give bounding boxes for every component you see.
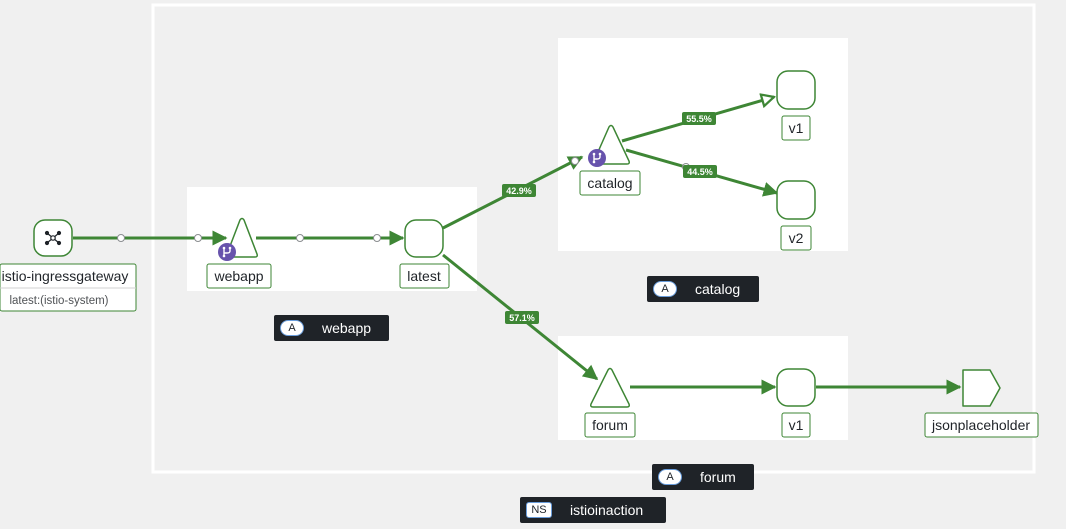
edge-dot — [194, 234, 202, 242]
forum-service-node[interactable] — [590, 367, 630, 408]
node-label-box — [206, 263, 272, 289]
node-label-box — [399, 263, 450, 289]
edge-dot — [373, 234, 381, 242]
virtual-service-icon — [218, 243, 236, 261]
catalog-v2-workload-node[interactable] — [776, 180, 816, 220]
latest-workload-node[interactable] — [404, 219, 444, 258]
webapp-app-label[interactable]: A webapp — [274, 315, 389, 341]
forum-label: forum — [592, 417, 628, 433]
catalog-app-label[interactable]: A catalog — [647, 276, 759, 302]
namespace-label[interactable]: NS istioinaction — [520, 497, 666, 523]
catalog-v2-label: v2 — [789, 230, 804, 246]
forum-app-name: forum — [700, 469, 736, 485]
edge-label-bg — [683, 165, 717, 178]
edge-label-to-catalog: 42.9% — [506, 186, 532, 196]
app-badge: A — [658, 469, 682, 485]
edge-label-bg — [505, 311, 539, 324]
forum-app-label[interactable]: A forum — [652, 464, 754, 490]
jsonplaceholder-label: jsonplaceholder — [931, 417, 1030, 433]
ingress-label: istio-ingressgateway — [2, 268, 129, 284]
virtual-service-icon — [588, 149, 606, 167]
app-badge: A — [653, 281, 677, 297]
webapp-app-name: webapp — [322, 320, 372, 336]
node-label-box — [780, 225, 812, 251]
edge-label-catalog-v2: 44.5% — [687, 167, 713, 177]
namespace-badge: NS — [526, 502, 552, 518]
node-label-box — [924, 412, 1039, 438]
edge-dot — [117, 234, 125, 242]
node-label-box — [781, 115, 811, 141]
forum-v1-label: v1 — [789, 417, 804, 433]
edge-label-catalog-v1: 55.5% — [686, 114, 712, 124]
edge-label-bg — [502, 184, 536, 197]
node-label-box — [584, 412, 636, 438]
webapp-label: webapp — [213, 268, 263, 284]
catalog-app-name: catalog — [695, 281, 741, 297]
namespace-name: istioinaction — [570, 502, 644, 518]
node-label-box — [579, 170, 641, 196]
ingress-icon — [44, 230, 62, 246]
edge-dot — [296, 234, 304, 242]
ingress-sublabel: latest:(istio-system) — [9, 295, 108, 307]
edge-dot — [571, 157, 579, 165]
catalog-v1-workload-node[interactable] — [776, 70, 816, 110]
jsonplaceholder-node[interactable] — [962, 369, 1001, 407]
node-label-box — [781, 412, 811, 438]
ingress-node[interactable] — [33, 219, 73, 257]
edge-label-bg — [682, 112, 716, 125]
app-badge: A — [280, 320, 304, 336]
forum-v1-workload-node[interactable] — [776, 368, 816, 407]
latest-label: latest — [407, 268, 441, 284]
edge-label-to-forum: 57.1% — [509, 313, 535, 323]
catalog-v1-label: v1 — [789, 120, 804, 136]
catalog-label: catalog — [587, 175, 632, 191]
